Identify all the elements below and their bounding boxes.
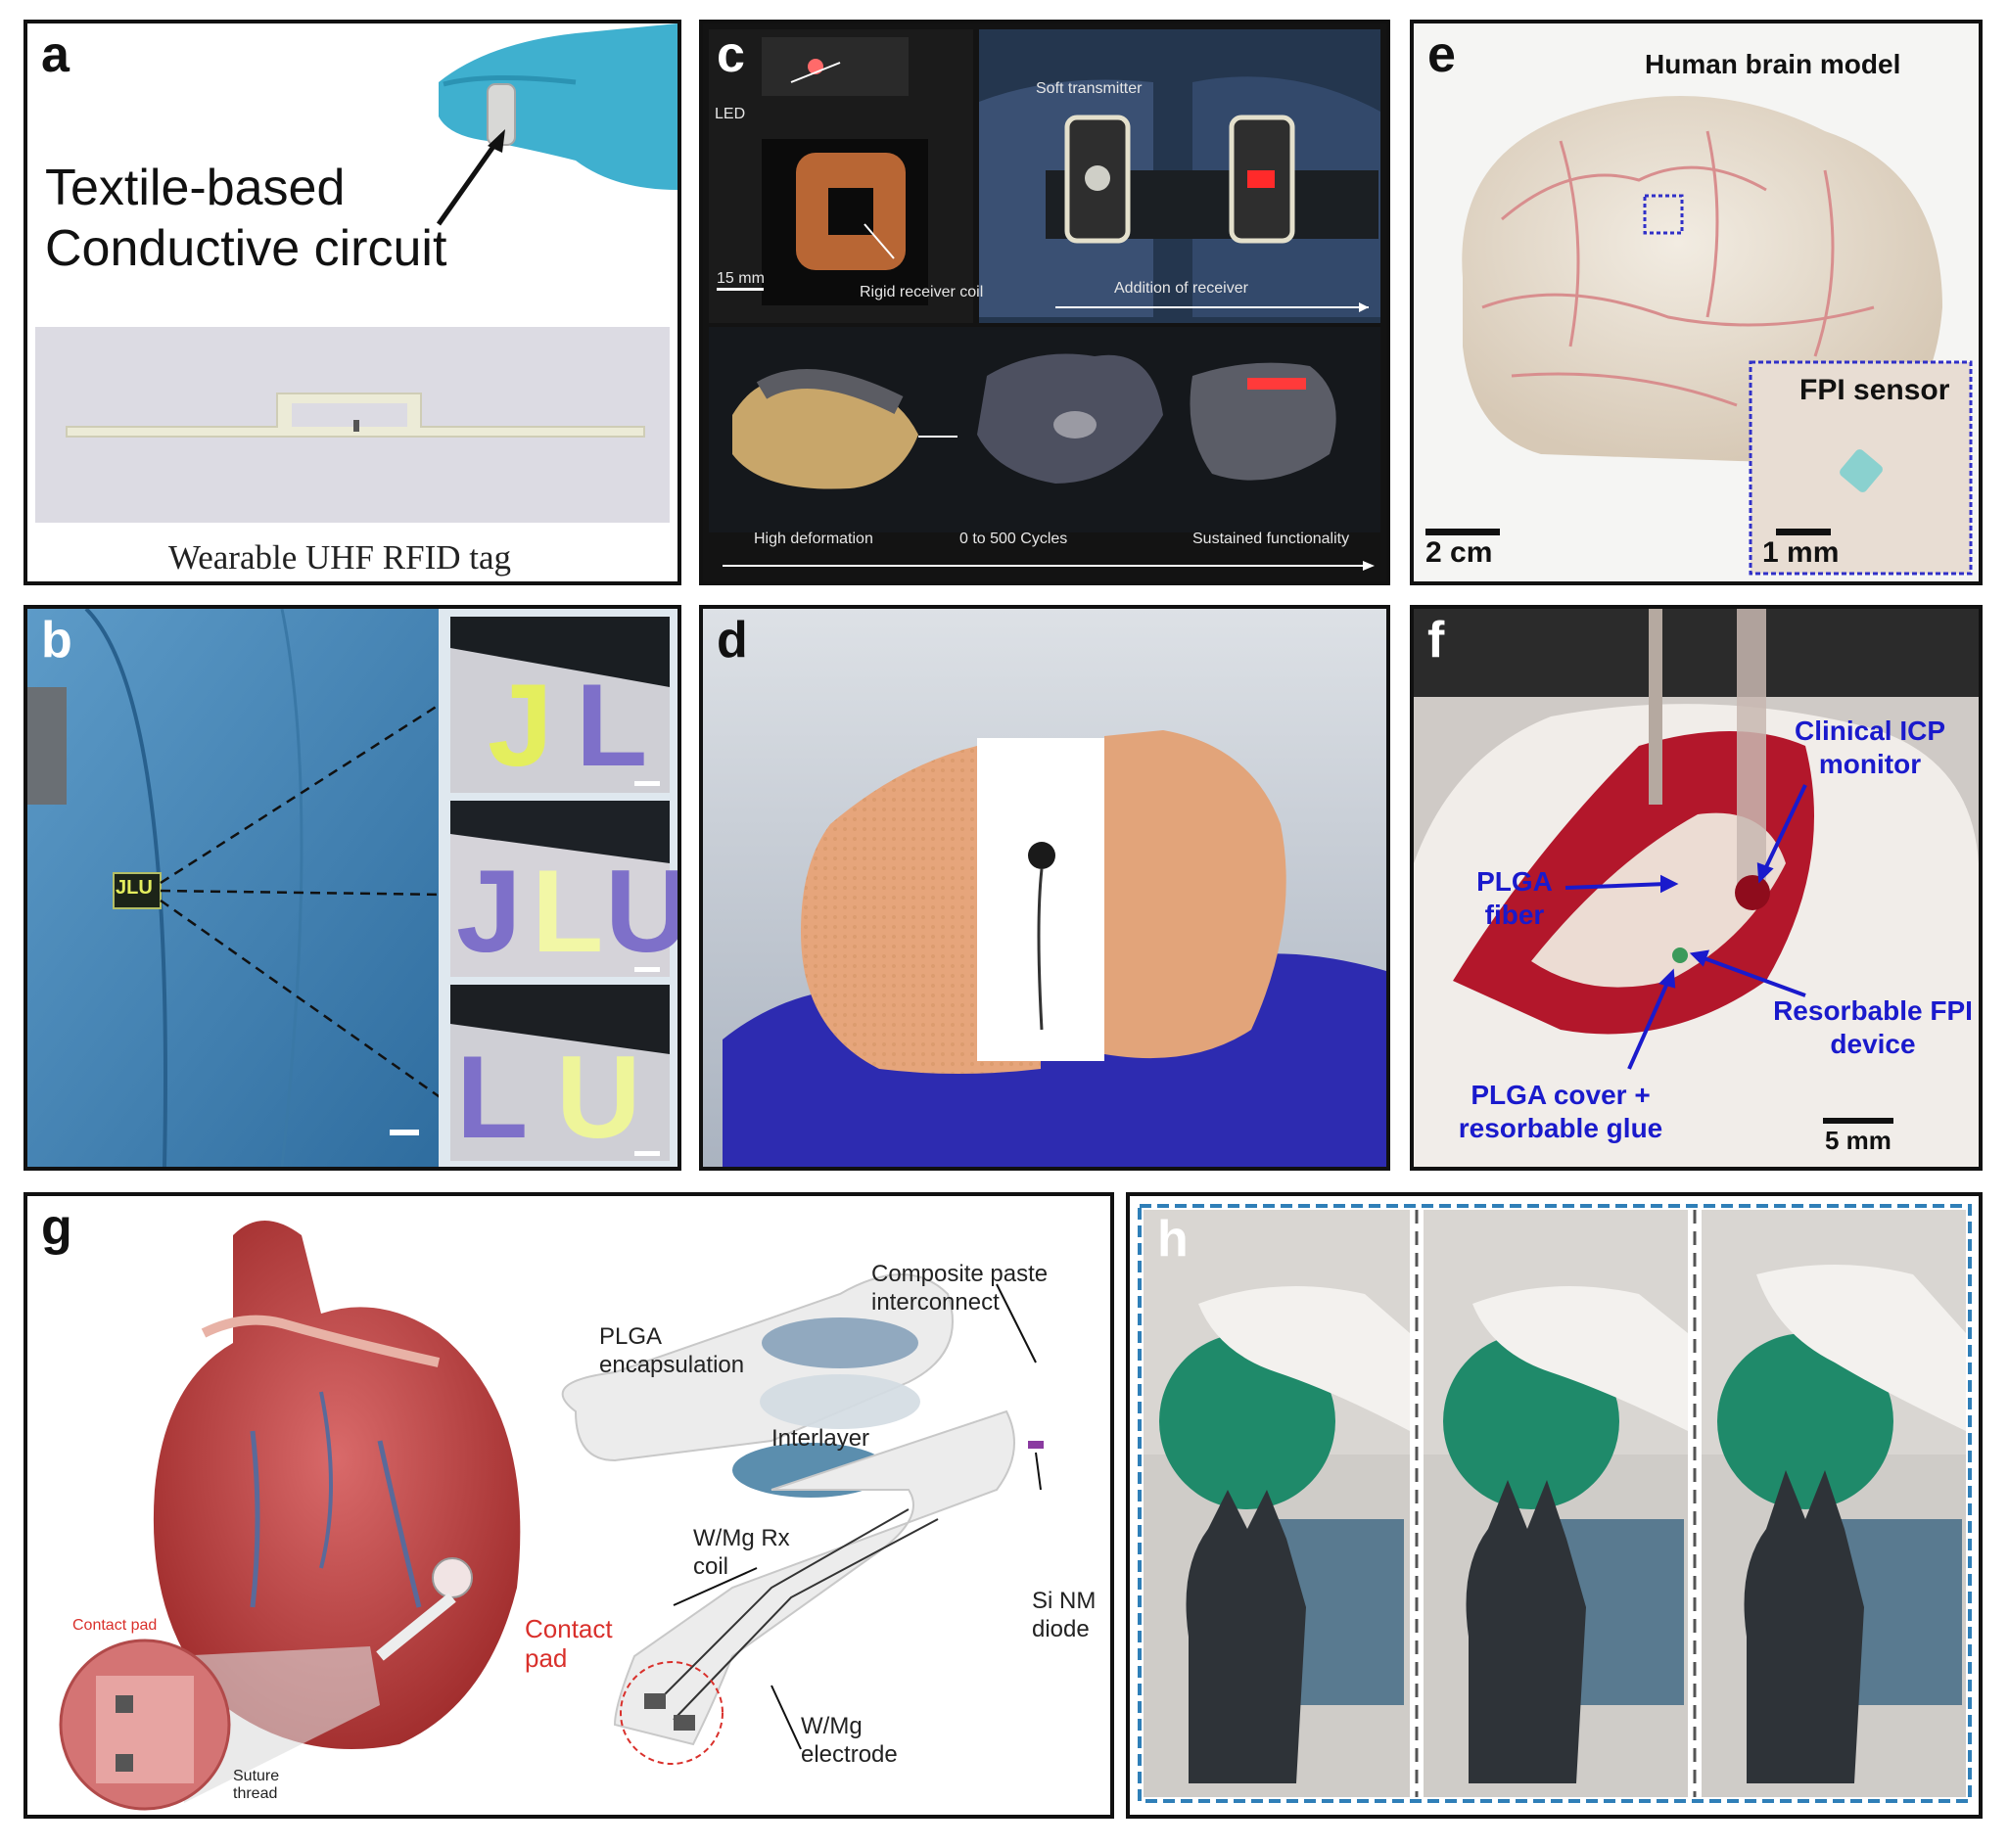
panel-letter: a <box>41 26 70 83</box>
jlu-badge: JLU <box>116 877 153 899</box>
panel-letter: e <box>1427 26 1456 83</box>
panel-letter: f <box>1427 612 1445 669</box>
svg-text:U: U <box>605 846 677 977</box>
functionality-label: Sustained functionality <box>1192 531 1350 547</box>
c-scale-label: 15 mm <box>717 270 765 287</box>
panel-letter: g <box>41 1199 72 1256</box>
brain-model-title: Human brain model <box>1645 49 1901 79</box>
contact-pad-label: Contact pad <box>525 1614 613 1673</box>
svg-text:J: J <box>488 660 553 791</box>
panel-h-illustration <box>1138 1204 1972 1803</box>
fpi-device-label: Resorbable FPI device <box>1773 995 1973 1059</box>
plga-encapsulation-label: PLGA encapsulation <box>599 1323 745 1378</box>
composite-label: Composite paste interconnect <box>871 1261 1049 1316</box>
plga-fiber-label: PLGA fiber <box>1476 866 1553 930</box>
panel-c: c LED 15 mm Rigid receiver coil Soft tra… <box>699 20 1390 585</box>
plga-cover-label: PLGA cover + resorbable glue <box>1458 1080 1663 1143</box>
panel-d-illustration <box>703 609 1386 1167</box>
panel-letter: b <box>41 612 72 669</box>
panel-letter: c <box>717 26 745 83</box>
deformation-label: High deformation <box>754 531 873 547</box>
panel-g-illustration <box>59 1221 1044 1811</box>
e-scale-main: 2 cm <box>1425 536 1493 569</box>
svg-text:L: L <box>576 660 647 791</box>
electrode-label: W/Mg electrode <box>801 1713 898 1768</box>
diode-label: Si NM diode <box>1032 1588 1097 1642</box>
fpi-sensor-title: FPI sensor <box>1799 374 1950 406</box>
receiver-label: Addition of receiver <box>1114 280 1248 297</box>
svg-text:J: J <box>456 846 522 977</box>
panel-h: h <box>1126 1192 1983 1819</box>
svg-text:L: L <box>532 846 603 977</box>
panel-c-illustration <box>709 29 1380 571</box>
rx-coil-label: W/Mg Rx coil <box>693 1525 790 1580</box>
panel-d: d <box>699 605 1390 1171</box>
rfid-tag-caption: Wearable UHF RFID tag <box>168 538 512 577</box>
panel-f-illustration <box>1414 609 1979 1167</box>
panel-e-illustration <box>1425 96 1973 576</box>
panel-letter: h <box>1157 1211 1189 1268</box>
panel-a: a Textile-based Conductive circuit Weara… <box>23 20 681 585</box>
interlayer-label: Interlayer <box>771 1425 870 1452</box>
icp-monitor-label: Clinical ICP monitor <box>1794 716 1946 779</box>
led-label: LED <box>715 106 746 122</box>
svg-text:U: U <box>556 1032 641 1163</box>
panel-letter: d <box>717 612 748 669</box>
suture-label: Suture thread <box>233 1768 280 1802</box>
coil-label: Rigid receiver coil <box>860 284 984 300</box>
panel-b-illustration: J L J L U L U <box>27 609 677 1167</box>
svg-text:L: L <box>456 1032 528 1163</box>
panel-a-illustration <box>35 23 677 523</box>
cycles-label: 0 to 500 Cycles <box>959 531 1068 547</box>
panel-g: g Contact pad Suture thread Composite pa… <box>23 1192 1114 1819</box>
panel-e: e Human brain model FPI sensor 2 cm 1 mm <box>1410 20 1983 585</box>
panel-b: J L J L U L U b JLU <box>23 605 681 1171</box>
e-scale-inset: 1 mm <box>1762 536 1840 569</box>
circuit-label-line1: Textile-based <box>45 160 346 216</box>
f-scale-label: 5 mm <box>1825 1126 1891 1155</box>
panel-f: f Clinical ICP monitor PLGA fiber Resorb… <box>1410 605 1983 1171</box>
contact-pad-small-label: Contact pad <box>72 1617 158 1634</box>
transmitter-label: Soft transmitter <box>1036 80 1143 97</box>
circuit-label-line2: Conductive circuit <box>45 220 447 277</box>
